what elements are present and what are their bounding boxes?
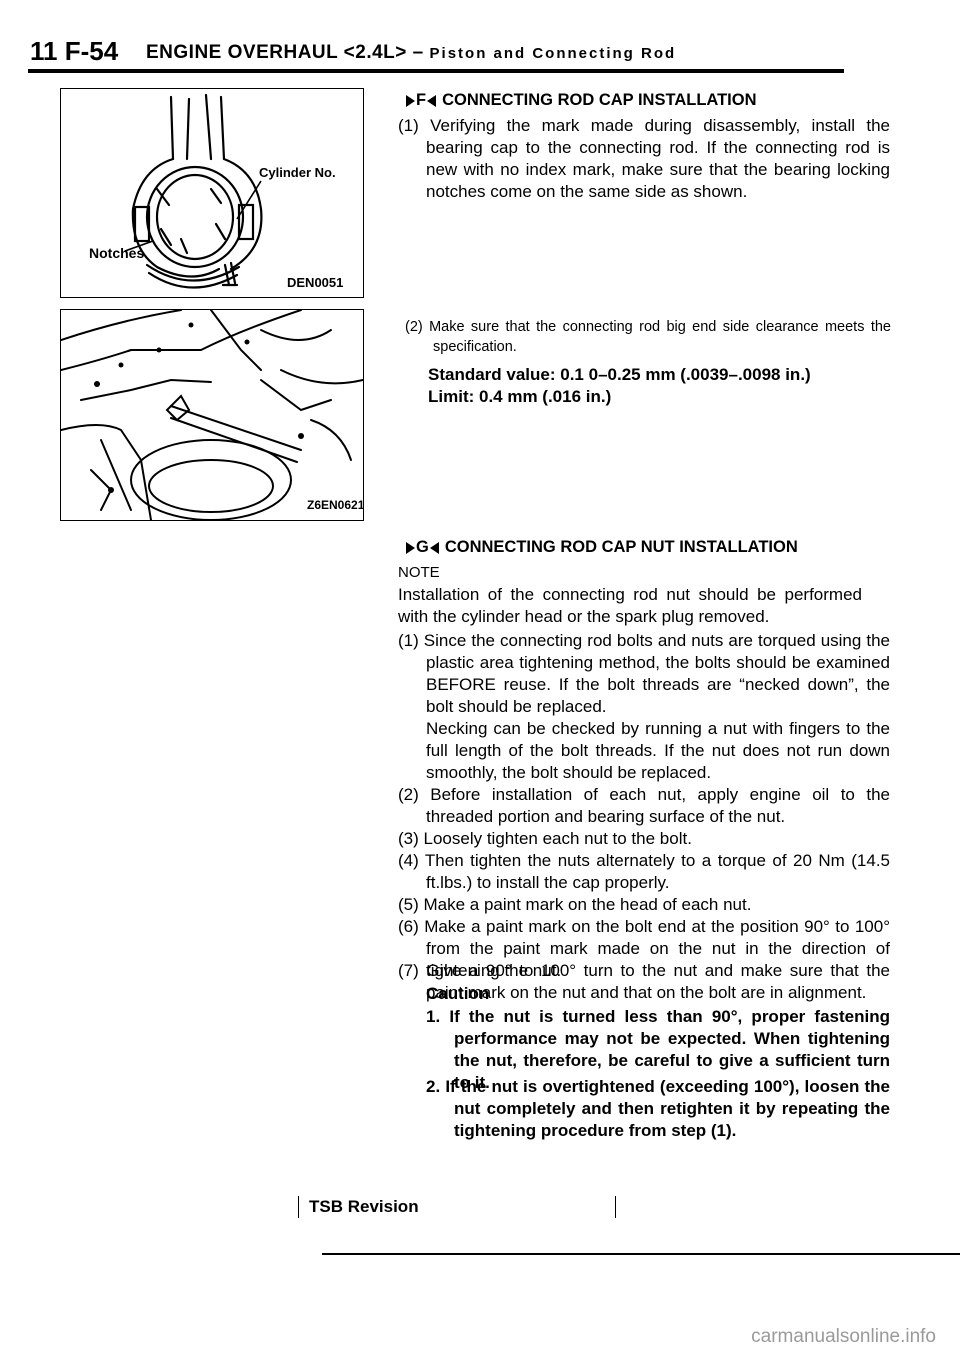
section-heading-nut-installation: G CONNECTING ROD CAP NUT INSTALLATION <box>406 538 870 557</box>
nut-step-4: (4) Then tighten the nuts alternately to… <box>398 851 890 892</box>
page-title: ENGINE OVERHAUL <2.4L> – Piston and Conn… <box>146 42 676 64</box>
page-subtitle: Piston and Connecting Rod <box>429 45 677 62</box>
footer-rule <box>322 1253 960 1255</box>
arrow-right-icon <box>406 94 415 107</box>
arrow-left-icon <box>427 94 437 107</box>
label-cylinder-no: Cylinder No. <box>259 165 336 180</box>
label-notches: Notches <box>89 245 145 261</box>
nut-step-5: (5) Make a paint mark on the head of eac… <box>398 895 752 914</box>
note-text: Installation of the connecting rod nut s… <box>398 585 862 626</box>
nut-step-1: (1) Since the connecting rod bolts and n… <box>398 631 890 716</box>
spec-limit: Limit: 0.4 mm (.016 in.) <box>428 387 612 406</box>
nut-step-6: (6) Make a paint mark on the bolt end at… <box>398 917 890 980</box>
watermark: carmanualsonline.info <box>751 1326 936 1347</box>
note-label: NOTE <box>398 564 440 581</box>
nut-step-2: (2) Before installation of each nut, app… <box>398 785 890 826</box>
section-mark: F <box>416 91 427 109</box>
connecting-rod-illustration <box>124 93 263 289</box>
figure-code: DEN0051 <box>287 275 344 290</box>
caution-item-2: 2. If the nut is overtightened (exceedin… <box>426 1077 890 1140</box>
section-mark: G <box>416 538 429 556</box>
step-2-clearance: (2) Make sure that the connecting rod bi… <box>405 319 891 355</box>
header-rule <box>28 69 844 73</box>
tsb-revision-box: TSB Revision <box>298 1196 616 1218</box>
arrow-left-icon <box>429 541 439 554</box>
section-heading-text: CONNECTING ROD CAP INSTALLATION <box>442 91 757 109</box>
spec-standard-value: Standard value: 0.1 0–0.25 mm (.0039–.00… <box>428 365 811 384</box>
section-heading-cap-installation: F CONNECTING ROD CAP INSTALLATION <box>406 91 870 110</box>
page-number: 11 F-54 <box>30 36 119 66</box>
nut-step-1-necking: Necking can be checked by running a nut … <box>426 719 890 782</box>
page-title-main: ENGINE OVERHAUL <2.4L> – <box>146 42 424 63</box>
clearance-check-illustration <box>61 310 363 520</box>
nut-step-3: (3) Loosely tighten each nut to the bolt… <box>398 829 692 848</box>
arrow-right-icon <box>406 541 415 554</box>
nut-step-7: (7) Give a 90° to 100° turn to the nut a… <box>398 961 890 1002</box>
figure-connecting-rod-notches: Cylinder No. Notches DEN0051 <box>60 88 364 298</box>
step-1-cap-install: (1) Verifying the mark made during disas… <box>398 116 890 201</box>
caution-label: Caution <box>426 984 490 1003</box>
figure-big-end-clearance: Z6EN0621 <box>60 309 364 521</box>
caution-item-1: 1. If the nut is turned less than 90°, p… <box>426 1007 890 1092</box>
figure-code: Z6EN0621 <box>307 498 364 512</box>
section-heading-text: CONNECTING ROD CAP NUT INSTALLATION <box>444 538 798 556</box>
